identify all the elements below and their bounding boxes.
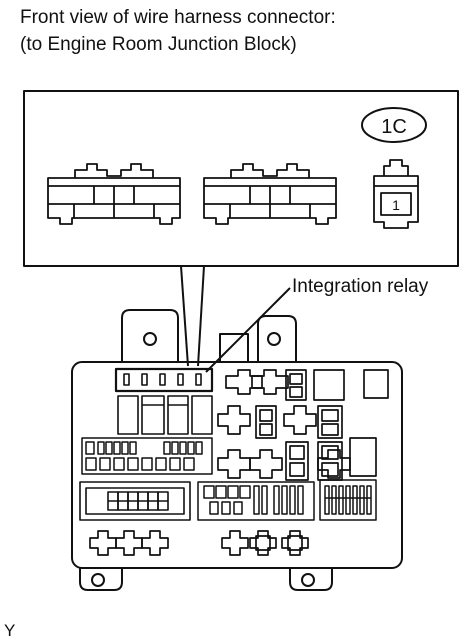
connector-1c	[373, 159, 419, 229]
leader-line-right	[197, 265, 205, 367]
connector-middle	[203, 163, 337, 225]
connector-id-label: 1C	[381, 116, 407, 138]
leader-line-left	[180, 265, 189, 367]
connector-id-badge	[361, 107, 427, 143]
caption-line-2: (to Engine Room Junction Block)	[20, 34, 297, 55]
connector-detail-box	[23, 90, 459, 267]
caption-line-1: Front view of wire harness connector:	[20, 7, 336, 28]
integration-relay-label: Integration relay	[292, 276, 429, 297]
connector-left	[47, 163, 181, 225]
terminal-number: 1	[392, 197, 400, 213]
figure-code: Y	[4, 621, 15, 640]
junction-block	[71, 309, 403, 591]
